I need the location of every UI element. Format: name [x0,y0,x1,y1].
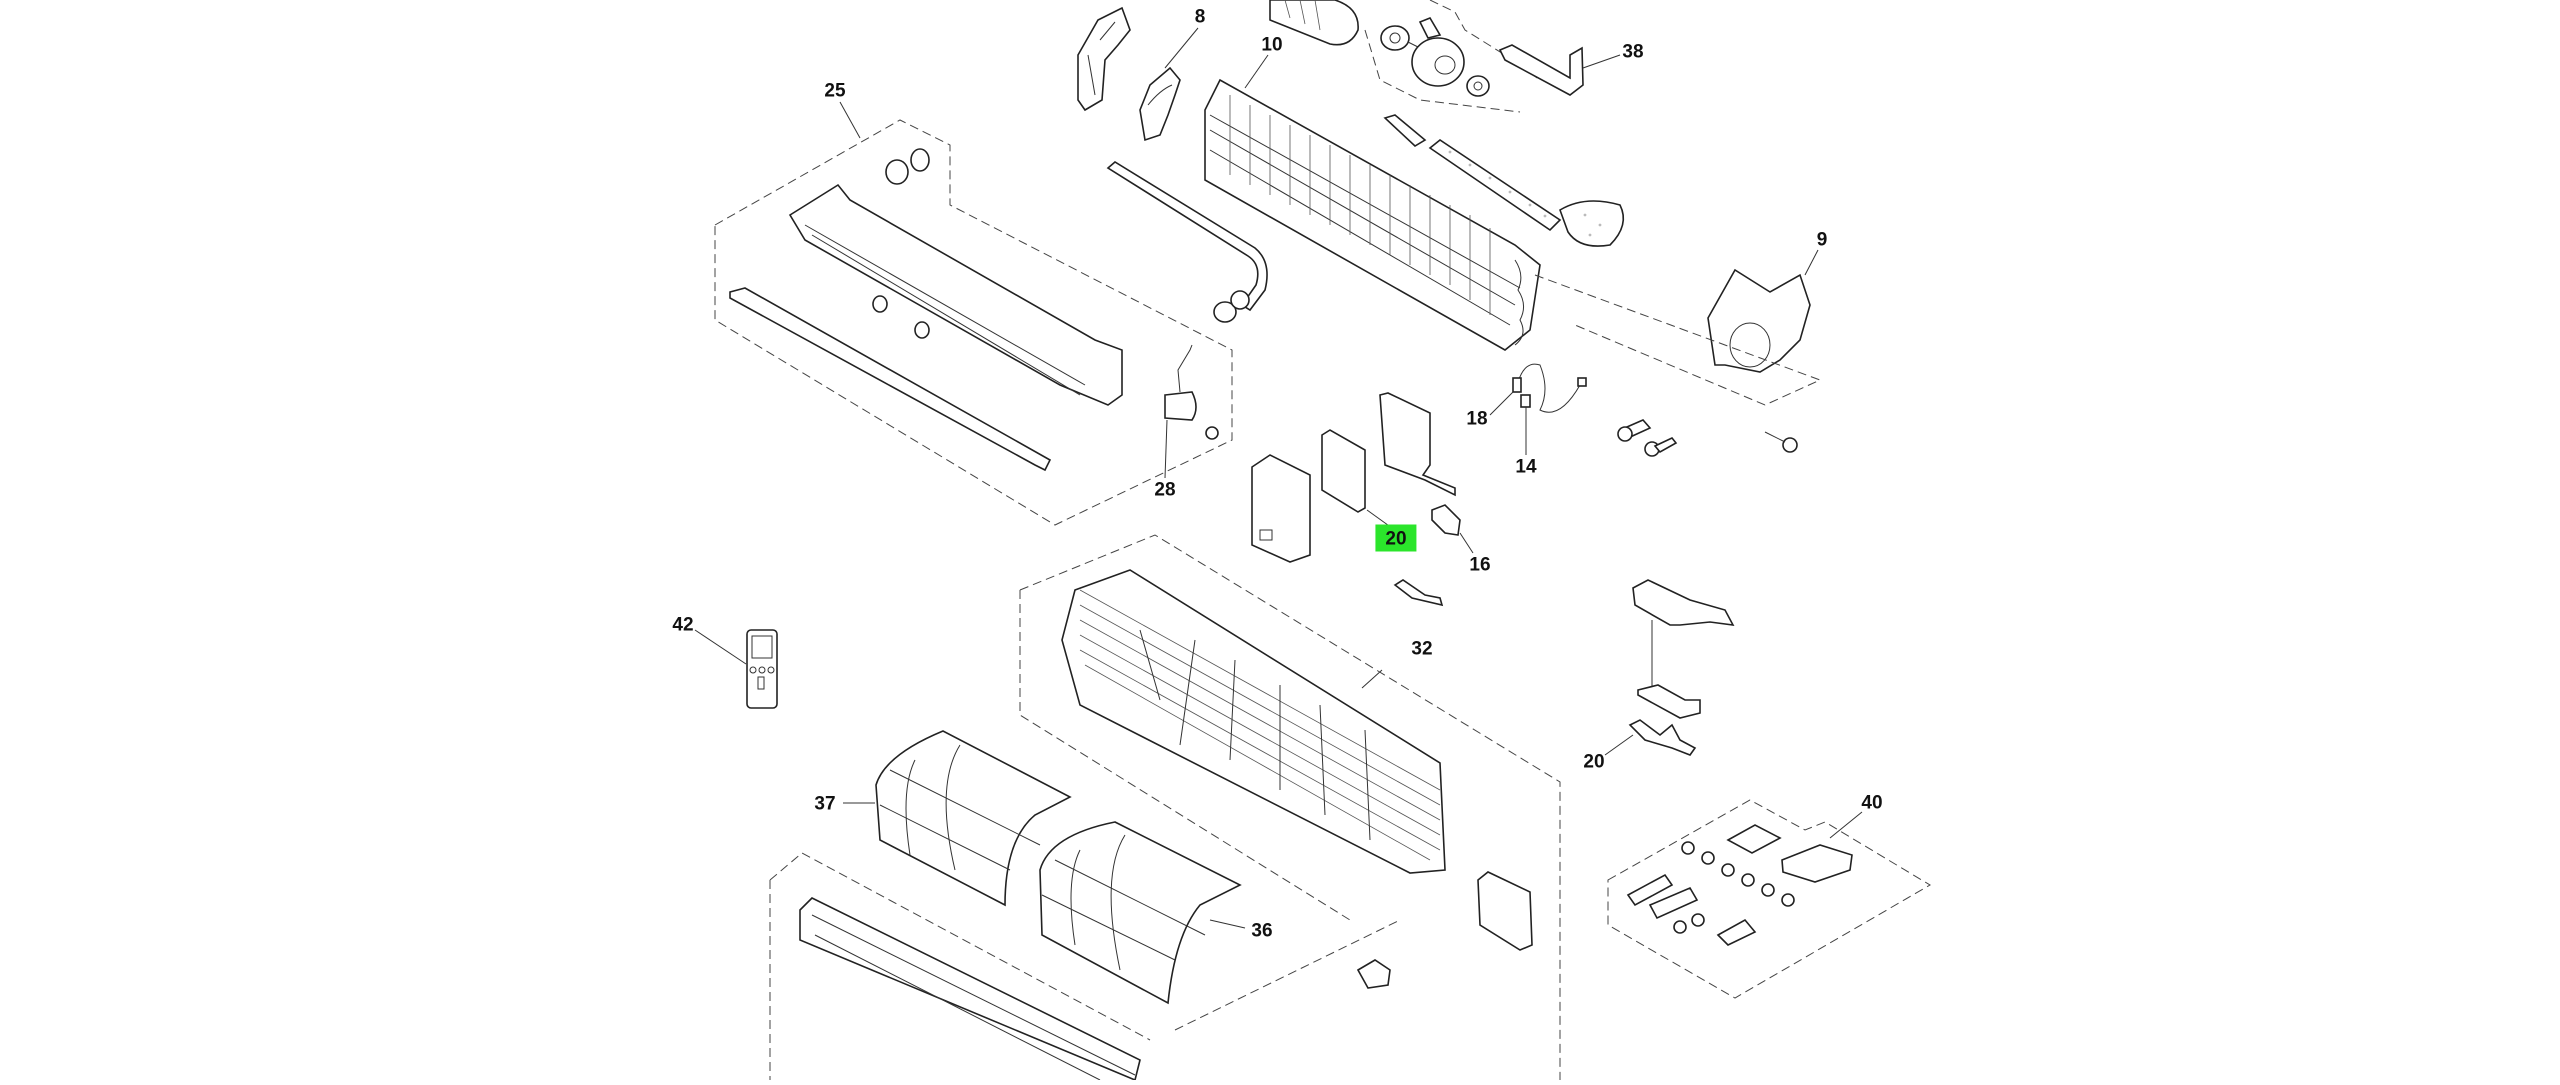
part-36-air-filter [1039,821,1246,1005]
callout-38: 38 [1622,41,1644,63]
electrical-box [1251,392,1474,607]
callout-18: 18 [1466,408,1488,430]
callout-9: 9 [1816,229,1828,251]
part-32-front-panel [1019,534,1561,1080]
callout-25: 25 [824,80,846,102]
side-plate [1077,6,1131,112]
callout-20-highlighted[interactable]: 20 [1375,524,1417,552]
part-38-bracket [1498,44,1621,96]
side-cover-small [1356,871,1533,989]
part-9-motor-housing [1534,249,1822,457]
callout-28: 28 [1154,479,1176,501]
part-28-louver-motor [1164,344,1219,479]
callout-42: 42 [672,614,694,636]
callout-8: 8 [1194,6,1206,28]
callout-10: 10 [1261,34,1283,56]
callout-37: 37 [814,793,836,815]
part-10-evaporator [1204,54,1541,351]
bottom-louver [769,852,1401,1082]
callout-36: 36 [1251,920,1273,942]
part-18-14-thermistor [1489,363,1587,455]
refrigerant-pipe [1106,161,1268,323]
part-37-air-filter [843,730,1072,907]
right-bracket-assembly [1604,579,1735,756]
callout-20: 20 [1583,751,1605,773]
part-8-side-cover [1139,27,1199,142]
fan-motor-group [1269,0,1541,113]
callout-16: 16 [1469,554,1491,576]
part-42-remote [694,629,778,709]
part-25-drain-pan [714,101,1233,526]
insulated-pipe [1383,114,1625,247]
callout-14: 14 [1515,456,1537,478]
part-40-accessory-kit [1607,799,1931,999]
callout-32: 32 [1411,638,1433,660]
callout-40: 40 [1861,792,1883,814]
